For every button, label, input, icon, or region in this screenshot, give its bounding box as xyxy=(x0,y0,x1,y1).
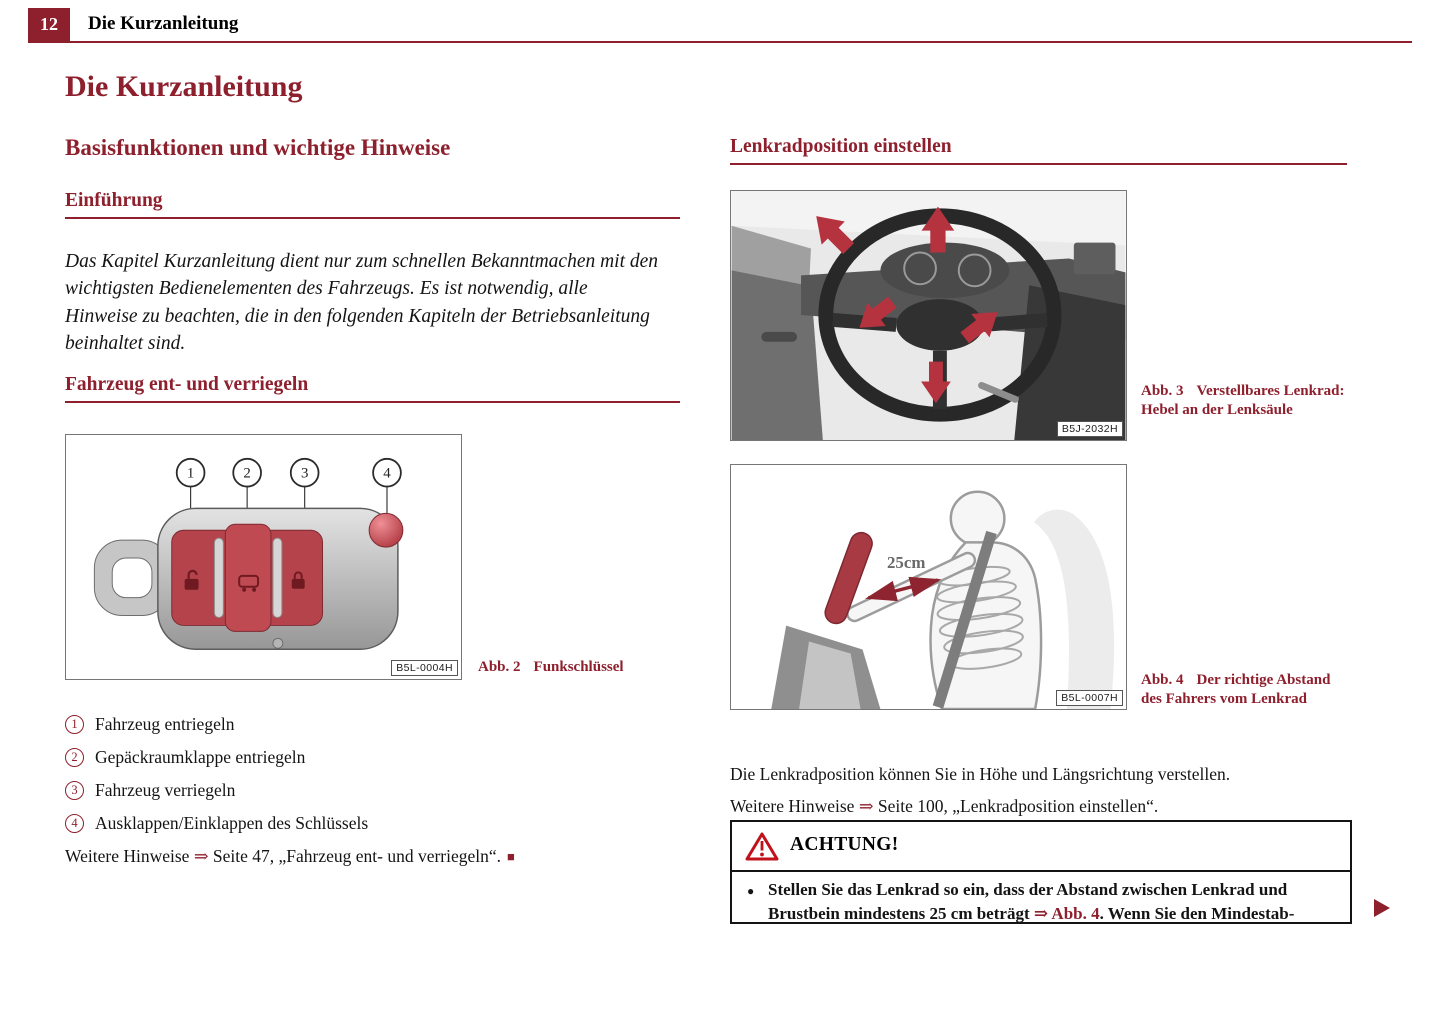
subsection-rule xyxy=(65,217,680,219)
cross-reference-line: Weitere Hinweise ⇒ Seite 100, „Lenkradpo… xyxy=(730,795,1159,816)
driver-head xyxy=(949,490,1006,547)
legend-number: 3 xyxy=(65,781,84,800)
trunk-icon xyxy=(238,574,260,592)
page-title: Die Kurzanleitung xyxy=(65,70,303,103)
warning-title: ACHTUNG! xyxy=(790,834,899,855)
steering-column-lever xyxy=(978,381,1019,403)
callout-1: 1 xyxy=(187,466,194,482)
legend-number: 4 xyxy=(65,814,84,833)
subsection-einfuehrung: Einführung xyxy=(65,190,163,211)
legend-number: 2 xyxy=(65,748,84,767)
page-number: 12 xyxy=(28,8,70,41)
callout-4: 4 xyxy=(383,466,391,482)
seat-belt xyxy=(932,530,997,709)
reference-arrow-icon: ⇒ xyxy=(1033,903,1049,923)
steering-wheel-bar xyxy=(824,531,873,625)
warning-text: ●Stellen Sie das Lenkrad so ein, dass de… xyxy=(747,880,1295,923)
key-fob-illustration: 1 2 3 4 xyxy=(93,457,404,650)
legend-text: Fahrzeug verriegeln xyxy=(95,780,236,800)
steering-wheel-hub xyxy=(896,299,984,351)
section-heading: Basisfunktionen und wichtige Hinweise xyxy=(65,135,451,160)
figure4-caption-label: Abb. 4 xyxy=(1141,672,1184,688)
legend-number: 1 xyxy=(65,715,84,734)
body-paragraph: Die Lenkradposition können Sie in Höhe u… xyxy=(730,763,1231,784)
figure-code-badge: B5L-0007H xyxy=(1056,690,1123,706)
figure-code-badge: B5J-2032H xyxy=(1056,421,1123,437)
figure-reference: Abb. 4 xyxy=(1048,903,1100,923)
callout-2: 2 xyxy=(243,466,250,482)
legend-text: Ausklappen/Einklappen des Schlüssels xyxy=(95,813,369,833)
figure4-caption-text: Der richtige Abstand des Fahrers vom Len… xyxy=(1141,672,1331,707)
legend-text: Gepäckraumklappe entriegeln xyxy=(95,747,306,767)
door-panel xyxy=(731,270,823,440)
unlock-icon xyxy=(184,569,199,590)
callout-3: 3 xyxy=(301,466,308,482)
legend-item: 3 Fahrzeug verriegeln xyxy=(65,780,235,801)
subsection-fahrzeug-ent-und-verriegeln: Fahrzeug ent- und verriegeln xyxy=(65,374,309,395)
intro-paragraph: Das Kapitel Kurzanleitung dient nur zum … xyxy=(65,250,659,355)
subsection-rule xyxy=(65,401,680,403)
legend-item: 4 Ausklappen/Einklappen des Schlüssels xyxy=(65,813,368,834)
bullet-icon: ● xyxy=(747,884,755,898)
seat-back xyxy=(1034,509,1115,709)
instrument-cluster xyxy=(880,242,1010,299)
header-rule xyxy=(28,41,1412,43)
figure-funkschluessel: 1 2 3 4 B5L-0004H xyxy=(65,434,462,680)
lock-icon xyxy=(291,571,305,589)
key-center-button xyxy=(224,523,272,632)
figure2-caption-text: Funkschlüssel xyxy=(533,659,624,675)
figure3-caption-text: Verstellbares Lenkrad: Hebel an der Lenk… xyxy=(1141,383,1345,418)
figure-callouts: 1 2 3 4 xyxy=(175,457,402,488)
distance-label: 25cm xyxy=(887,553,925,572)
legend-text: Fahrzeug entriegeln xyxy=(95,714,235,734)
figure2-caption: Abb. 2 Funkschlüssel xyxy=(478,658,688,677)
distance-arrow xyxy=(865,576,942,602)
key-fold-button xyxy=(368,512,404,548)
header-title: Die Kurzanleitung xyxy=(88,13,239,34)
air-vent xyxy=(1073,242,1116,275)
steering-wheel-photo xyxy=(731,191,1126,440)
door-window-sill xyxy=(731,225,811,289)
warning-box: ACHTUNG! ●Stellen Sie das Lenkrad so ein… xyxy=(730,820,1352,924)
warning-separator xyxy=(732,870,1350,872)
reference-arrow-icon: ⇒ xyxy=(858,795,874,816)
section-end-icon: ■ xyxy=(507,849,515,864)
figure3-caption-label: Abb. 3 xyxy=(1141,383,1184,399)
subsection-rule xyxy=(730,163,1347,165)
subsection-lenkradposition: Lenkradposition einstellen xyxy=(730,136,952,157)
driver-distance-illustration: 25cm xyxy=(731,465,1126,709)
legend-item: 2 Gepäckraumklappe entriegeln xyxy=(65,747,305,768)
cross-reference-line: Weitere Hinweise ⇒ Seite 47, „Fahrzeug e… xyxy=(65,846,515,866)
figure2-caption-label: Abb. 2 xyxy=(478,659,521,675)
warning-triangle-icon xyxy=(745,832,779,861)
legend-item: 1 Fahrzeug entriegeln xyxy=(65,714,234,735)
figure-abstand: 25cm B5L-0007H xyxy=(730,464,1127,710)
reference-arrow-icon: ⇒ xyxy=(193,846,209,866)
figure-lenkrad: B5J-2032H xyxy=(730,190,1127,441)
page-continues-icon xyxy=(1374,899,1390,917)
figure-code-badge: B5L-0004H xyxy=(391,660,458,676)
